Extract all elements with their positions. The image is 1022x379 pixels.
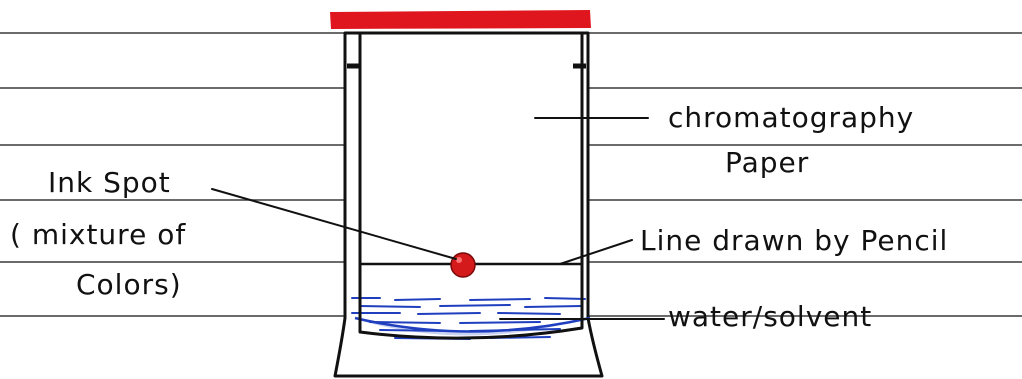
ink-spot-label-line3: Colors) bbox=[76, 268, 182, 301]
solvent-label: water/solvent bbox=[668, 300, 872, 333]
solvent-stroke bbox=[394, 298, 441, 301]
solvent bbox=[351, 297, 591, 340]
chromatography-paper bbox=[358, 33, 584, 340]
ink-spot bbox=[450, 252, 476, 278]
ink-spot-dot bbox=[450, 252, 476, 278]
solvent-stroke bbox=[497, 312, 561, 315]
solvent-stroke bbox=[359, 305, 421, 308]
solvent-stroke bbox=[439, 304, 511, 307]
pencil-line-label: Line drawn by Pencil bbox=[640, 224, 948, 257]
solvent-stroke bbox=[469, 298, 531, 301]
solvent-stroke bbox=[544, 297, 586, 300]
solvent-meniscus bbox=[354, 316, 591, 333]
ink-spot-highlight bbox=[456, 257, 462, 263]
solvent-stroke bbox=[417, 312, 481, 315]
leader-pencil-line bbox=[559, 239, 633, 265]
solvent-stroke bbox=[524, 305, 583, 308]
beaker-lid bbox=[330, 10, 591, 29]
solvent-stroke bbox=[369, 321, 441, 324]
solvent-stroke bbox=[459, 321, 541, 324]
ink-spot-label-line1: Ink Spot bbox=[48, 166, 171, 199]
chromatography-label-line2: Paper bbox=[725, 146, 809, 179]
chromatography-label-line1: chromatography bbox=[668, 101, 914, 134]
leader-ink-spot bbox=[211, 188, 457, 260]
ink-spot-label-line2: ( mixture of bbox=[10, 218, 186, 251]
